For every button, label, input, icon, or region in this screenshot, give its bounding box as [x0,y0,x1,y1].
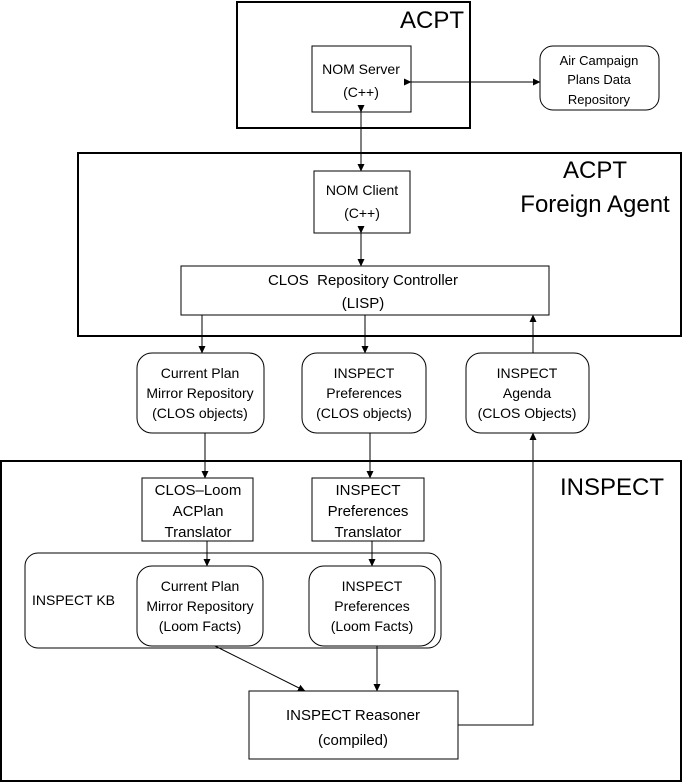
foreign-agent-title-line2: Foreign Agent [520,191,670,218]
svg-text:INSPECT: INSPECT [334,365,395,381]
svg-text:ACPlan: ACPlan [173,503,224,520]
air-campaign-repository-node: Air Campaign Plans Data Repository [539,45,660,111]
svg-text:INSPECT: INSPECT [342,578,403,594]
clos-repository-controller-node: CLOS Repository Controller (LISP) [180,265,550,316]
svg-text:Preferences: Preferences [334,598,409,614]
kb-preferences-node: INSPECT Preferences (Loom Facts) [308,565,436,647]
svg-text:Air Campaign: Air Campaign [560,53,639,68]
svg-text:CLOS–Loom: CLOS–Loom [155,482,242,499]
svg-text:Translator: Translator [335,524,402,541]
svg-text:(Loom Facts): (Loom Facts) [331,618,413,634]
inspect-agenda-node: INSPECT Agenda (CLOS Objects) [465,352,590,434]
inspect-kb-container [24,552,442,649]
svg-text:(C++): (C++) [344,205,380,221]
nom-client-node: NOM Client (C++) [313,170,411,234]
inspect-preferences-clos-node: INSPECT Preferences (CLOS objects) [301,352,427,434]
inspect-title: INSPECT [560,474,664,501]
svg-text:CLOS Repository Controller: CLOS Repository Controller [268,272,458,289]
arrow-reasoner-agenda [458,432,537,726]
nom-server-node: NOM Server (C++) [311,45,412,113]
kb-current-plan-mirror-node: Current Plan Mirror Repository (Loom Fac… [136,565,264,647]
svg-text:Mirror Repository: Mirror Repository [146,385,253,401]
svg-text:(Loom Facts): (Loom Facts) [159,618,241,634]
svg-text:Repository: Repository [568,92,631,107]
connectors [198,78,541,726]
inspect-container [0,460,682,782]
svg-text:NOM Client: NOM Client [326,182,398,198]
svg-text:(compiled): (compiled) [318,732,388,749]
svg-text:Preferences: Preferences [328,503,409,520]
svg-text:NOM Server: NOM Server [322,61,400,77]
arrow-kb-mirror-reasoner [214,645,306,692]
clos-loom-translator-node: CLOS–Loom ACPlan Translator [141,477,254,542]
svg-text:Preferences: Preferences [326,385,401,401]
svg-text:Mirror Repository: Mirror Repository [146,598,253,614]
svg-text:(CLOS objects): (CLOS objects) [316,405,412,421]
acpt-container [236,1,471,129]
svg-text:INSPECT: INSPECT [335,482,400,499]
svg-text:Plans Data: Plans Data [567,72,631,87]
svg-text:Translator: Translator [165,524,232,541]
svg-text:(CLOS Objects): (CLOS Objects) [478,405,577,421]
inspect-reasoner-node: INSPECT Reasoner (compiled) [248,690,459,760]
svg-text:(C++): (C++) [343,84,379,100]
preferences-translator-node: INSPECT Preferences Translator [311,477,425,542]
inspect-kb-label: INSPECT KB [32,592,115,608]
svg-text:Agenda: Agenda [503,385,551,401]
svg-text:Current Plan: Current Plan [161,578,240,594]
svg-text:INSPECT: INSPECT [497,365,558,381]
current-plan-mirror-clos-node: Current Plan Mirror Repository (CLOS obj… [136,352,265,434]
svg-text:INSPECT Reasoner: INSPECT Reasoner [286,707,420,724]
foreign-agent-container [77,152,682,337]
svg-text:Current Plan: Current Plan [161,365,240,381]
foreign-agent-title-line1: ACPT [563,157,627,184]
acpt-title: ACPT [400,7,464,34]
svg-text:(LISP): (LISP) [342,295,385,312]
svg-text:(CLOS objects): (CLOS objects) [152,405,248,421]
